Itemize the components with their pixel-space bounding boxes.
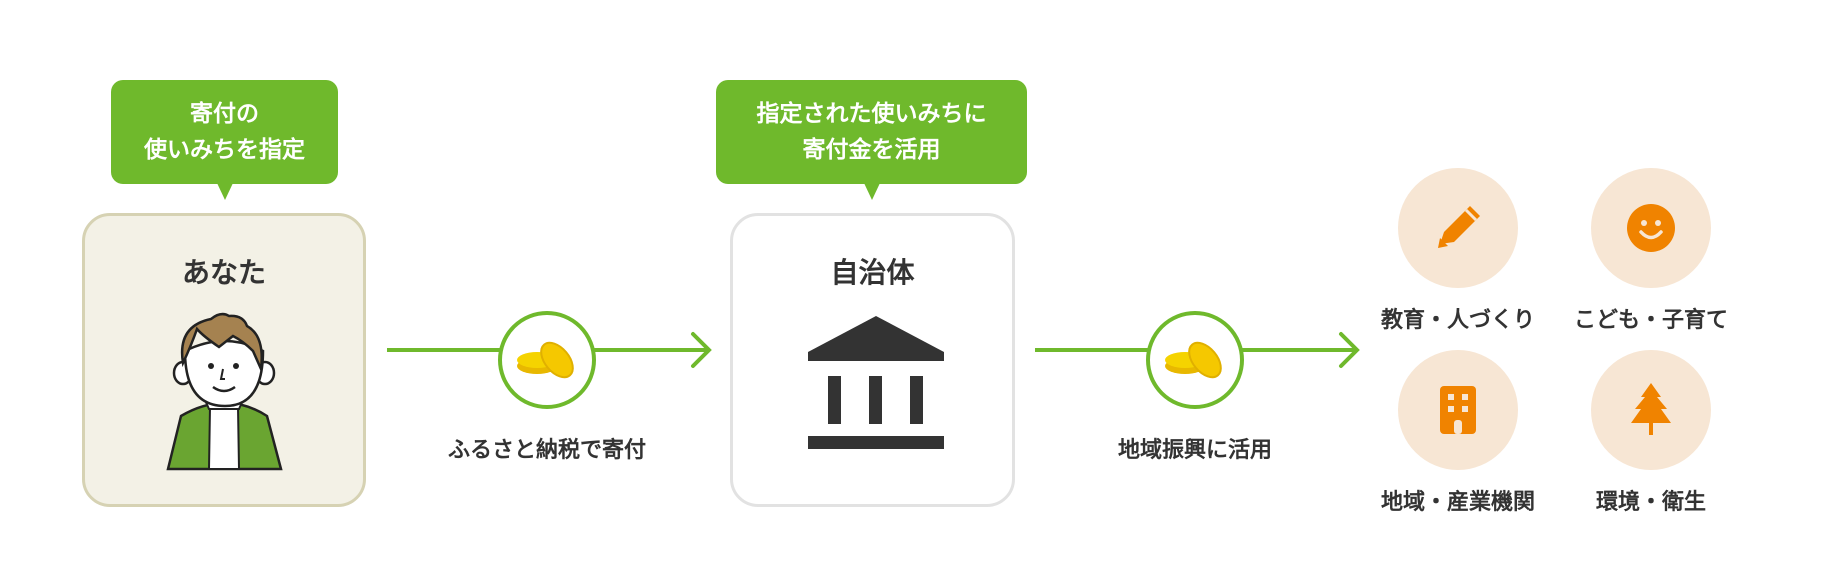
smiley-icon [1627, 204, 1675, 252]
coins-icon [1165, 341, 1222, 379]
you-card: あなた [82, 213, 366, 507]
utilization-label: 地域振興に活用 [1117, 438, 1272, 463]
education-circle [1398, 168, 1518, 288]
government-building-icon [808, 316, 944, 449]
building-icon [1440, 386, 1476, 434]
callout-line: 使いみちを指定 [144, 137, 305, 163]
municipality-card: 自治体 [730, 213, 1015, 507]
callout-line: 指定された使いみちに [756, 101, 987, 127]
use-label-childcare: こども・子育て [1573, 308, 1728, 333]
donation-arrow [387, 311, 712, 409]
utilize-callout: 指定された使いみちに 寄付金を活用 [716, 80, 1027, 200]
specify-use-callout: 寄付の 使いみちを指定 [111, 80, 338, 200]
industry-circle [1398, 350, 1518, 470]
environment-circle [1591, 350, 1711, 470]
utilization-arrow [1035, 311, 1360, 409]
callout-line: 寄付の [190, 101, 259, 127]
childcare-circle [1591, 168, 1711, 288]
you-title: あなた [181, 256, 266, 289]
use-label-education: 教育・人づくり [1380, 308, 1535, 333]
donation-label: ふるさと納税で寄付 [447, 438, 646, 463]
use-label-environment: 環境・衛生 [1595, 490, 1706, 515]
person-illustration [166, 312, 283, 471]
coins-icon [517, 341, 574, 379]
pencil-icon [1438, 206, 1480, 248]
use-label-industry: 地域・産業機関 [1380, 490, 1535, 515]
callout-line: 寄付金を活用 [802, 137, 941, 163]
tree-icon [1631, 383, 1671, 435]
municipality-title: 自治体 [830, 256, 915, 289]
